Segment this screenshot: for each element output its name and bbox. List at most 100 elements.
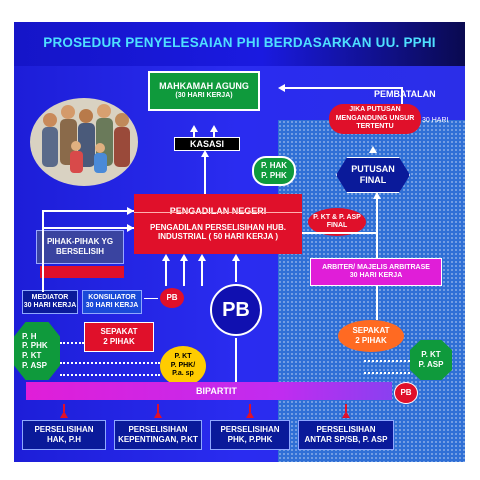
perselisihan-hak-box: PERSELISIHAN HAK, P.H xyxy=(22,420,106,450)
arbiter-duration: 30 HARI KERJA xyxy=(349,272,403,279)
diagram-title: PROSEDUR PENYELESAIAN PHI BERDASARKAN UU… xyxy=(43,35,436,50)
pb-small-connector xyxy=(144,298,158,299)
pengadilan-box: PENGADILAN NEGERI PENGADILAN PERSELISIHA… xyxy=(134,194,302,254)
mahkamah-agung-box: MAHKAMAH AGUNG (30 HARI KERJA) xyxy=(148,71,260,111)
pengadilan-phi-line2: INDUSTRIAL ( 50 HARI KERJA ) xyxy=(157,232,278,242)
perselisihan-phk-line1: PERSELISIHAN xyxy=(220,425,280,435)
kasasi-box: KASASI xyxy=(174,137,240,151)
pembatalan-label: PEMBATALAN xyxy=(374,89,436,99)
pihak-to-court-line xyxy=(42,227,134,229)
sepakat-left-box: SEPAKAT 2 PIHAK xyxy=(84,322,154,352)
sepakat-left-line1: SEPAKAT xyxy=(100,327,138,337)
red-arrow-phk xyxy=(246,411,254,418)
left-asp: P. ASP xyxy=(22,360,47,370)
perselisihan-hak-line1: PERSELISIHAN xyxy=(34,425,94,435)
sepakat-right-bubble: SEPAKAT 2 PIHAK xyxy=(338,320,404,352)
putusan-final-box: PUTUSAN FINAL xyxy=(336,157,410,193)
right-kt: P. KT xyxy=(421,350,441,360)
court-to-kasasi-arrow xyxy=(201,150,209,157)
sepakat-right-line2: 2 PIHAK xyxy=(355,336,387,345)
right-category-hexagon: P. KT P. ASP xyxy=(410,340,452,380)
kasasi-line-2 xyxy=(213,132,215,137)
phk-slash-label: P. PHK/ xyxy=(170,361,196,369)
jika-putusan-line3: TERTENTU xyxy=(356,123,394,131)
putusan-label: PUTUSAN xyxy=(351,164,395,175)
sepakat-left-line2: 2 PIHAK xyxy=(103,337,135,346)
pembatalan-arrow-line xyxy=(284,87,402,89)
jika-putusan-line1: JIKA PUTUSAN xyxy=(349,106,401,114)
sepakat-right-line1: SEPAKAT xyxy=(352,326,390,336)
court-line-3 xyxy=(201,261,203,286)
final-label: FINAL xyxy=(359,175,387,185)
title-band xyxy=(14,22,465,66)
mahkamah-title: MAHKAMAH AGUNG xyxy=(159,81,249,92)
perselisihan-kepentingan-line2: KEPENTINGAN, P.KT xyxy=(118,435,198,444)
mediator-duration: 30 HARI KERJA xyxy=(23,302,77,309)
putusan-final-arrow xyxy=(369,146,377,153)
pb-to-court-arrow xyxy=(232,254,240,261)
left-vertical-line xyxy=(42,210,44,292)
pasp-label: P.a. sp xyxy=(172,370,194,378)
perselisihan-hak-line2: HAK, P.H xyxy=(46,435,82,444)
court-to-kasasi-line xyxy=(204,152,206,194)
pihak-red-bar xyxy=(40,266,124,278)
perselisihan-asp-line1: PERSELISIHAN xyxy=(316,425,376,435)
pb-large-circle: PB xyxy=(210,284,262,336)
konsiliator-box: KONSILIATOR 30 HARI KERJA xyxy=(82,290,142,314)
pihak-to-court-arrow xyxy=(127,224,134,232)
right-asp: P. ASP xyxy=(418,360,444,369)
dotted-left-1 xyxy=(60,342,84,344)
arbiter-to-final-arrow xyxy=(373,192,381,199)
konsiliator-duration: 30 HARI KERJA xyxy=(85,302,139,309)
perselisihan-phk-line2: PHK, P.PHK xyxy=(227,435,273,444)
court-arbiter-line xyxy=(302,232,376,234)
pb-to-bipartit-line xyxy=(235,338,237,382)
dotted-left-2 xyxy=(60,362,160,364)
pengadilan-divider xyxy=(134,212,302,213)
pb-to-court-line xyxy=(235,256,237,282)
left-phk: P. PHK xyxy=(22,341,48,351)
jika-putusan-line2: MENGANDUNG UNSUR xyxy=(335,114,415,122)
hak-phk-bubble: P. HAK P. PHK xyxy=(252,156,296,186)
hak-label: P. HAK xyxy=(260,161,288,171)
red-arrow-asp xyxy=(342,411,350,418)
pb-small-circle: PB xyxy=(160,288,184,308)
left-to-court-line xyxy=(42,210,134,212)
red-arrow-kepentingan xyxy=(154,411,162,418)
arbiter-label: ARBITER/ MAJELIS ARBITRASE xyxy=(322,263,430,271)
court-arrow-3 xyxy=(198,254,206,261)
kasasi-up-arrow-2 xyxy=(210,125,218,132)
pihak-line2: BERSELISIH xyxy=(55,247,104,256)
pembatalan-arrowhead xyxy=(278,84,285,92)
jika-putusan-box: JIKA PUTUSAN MENGANDUNG UNSUR TERTENTU xyxy=(329,104,421,134)
mahkamah-duration: (30 HARI KERJA) xyxy=(175,92,233,100)
left-ph: P. H xyxy=(22,331,37,341)
mediator-box: MEDIATOR 30 HARI KERJA xyxy=(22,290,78,314)
perselisihan-kepentingan-line1: PERSELISIHAN xyxy=(128,425,188,435)
left-category-hexagon: P. H P. PHK P. KT P. ASP xyxy=(14,322,60,380)
perselisihan-asp-line2: ANTAR SP/SB, P. ASP xyxy=(304,435,388,444)
thirty-days-note: 30 HARI xyxy=(422,117,449,124)
red-line-phk xyxy=(249,404,251,412)
pengadilan-negeri-label: PENGADILAN NEGERI xyxy=(169,206,267,216)
kt-asp-final-bubble: P. KT & P. ASP FINAL xyxy=(308,208,366,236)
court-line-2 xyxy=(183,261,185,286)
perselisihan-phk-box: PERSELISIHAN PHK, P.PHK xyxy=(210,420,290,450)
konsiliator-label: KONSILIATOR xyxy=(88,293,136,301)
left-kt: P. KT xyxy=(22,351,42,360)
perselisihan-asp-box: PERSELISIHAN ANTAR SP/SB, P. ASP xyxy=(298,420,394,450)
red-line-asp xyxy=(345,404,347,412)
diagram-canvas: PROSEDUR PENYELESAIAN PHI BERDASARKAN UU… xyxy=(14,22,465,462)
red-arrow-hak xyxy=(60,411,68,418)
arbiter-to-sepakat-line xyxy=(376,286,378,320)
pembatalan-connector xyxy=(401,87,403,105)
kt-phk-asp-bubble: P. KT P. PHK/ P.a. sp xyxy=(160,346,206,386)
kt-asp-label: P. KT & P. ASP xyxy=(313,213,361,221)
dotted-left-3 xyxy=(60,374,160,376)
pihak-line1: PIHAK-PIHAK YG xyxy=(46,237,114,247)
arbiter-to-final-line xyxy=(376,192,378,258)
pihak-berselisih-box: PIHAK-PIHAK YG BERSELISIH xyxy=(36,230,124,264)
court-line-1 xyxy=(165,261,167,286)
kt-asp-final-label: FINAL xyxy=(326,222,348,229)
dotted-right-2 xyxy=(364,372,410,374)
